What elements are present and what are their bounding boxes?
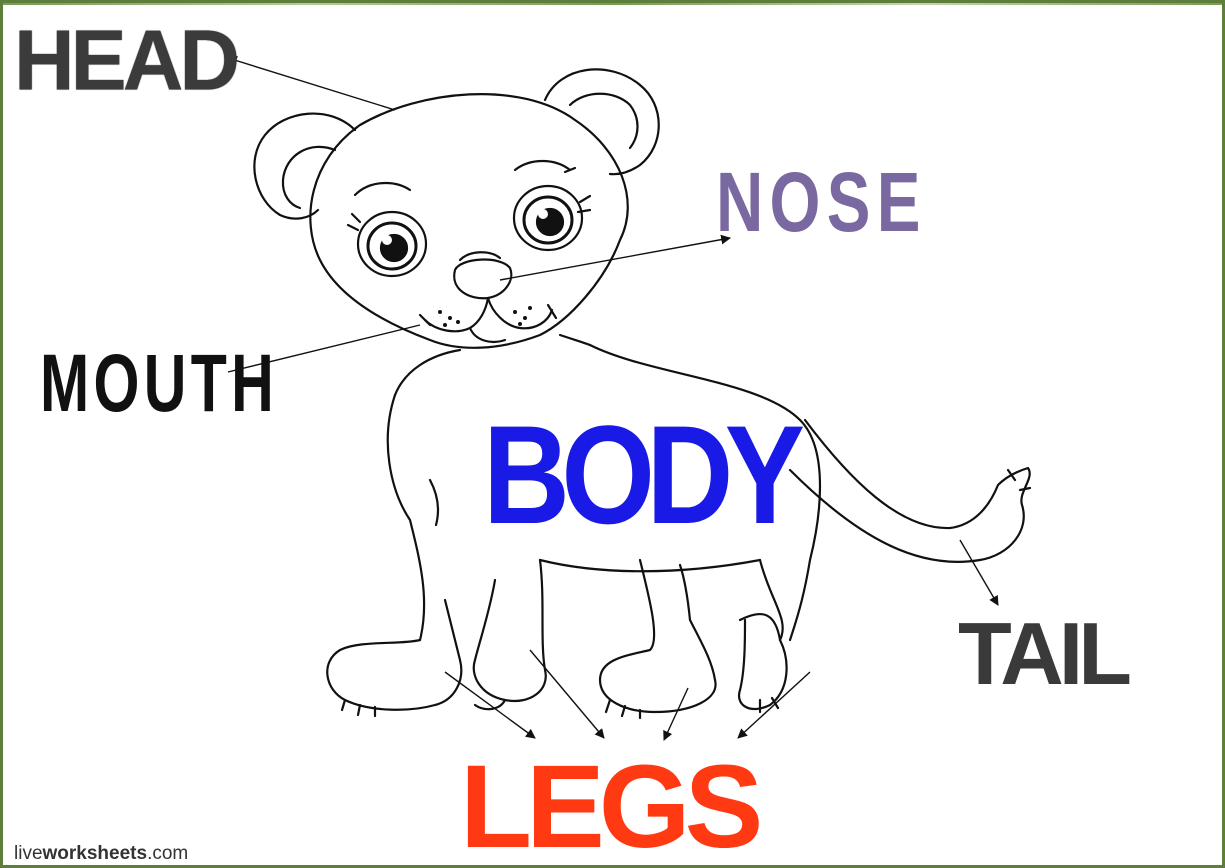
watermark-prefix: live xyxy=(14,843,43,864)
ear-left xyxy=(254,114,355,219)
legs-pointer-1 xyxy=(445,672,535,738)
label-head: HEAD xyxy=(14,17,236,103)
site-watermark: liveworksheets.com xyxy=(14,843,188,865)
head-pointer xyxy=(228,58,395,110)
label-body: BODY xyxy=(483,405,796,545)
front-leg-right xyxy=(600,560,716,712)
label-tail: TAIL xyxy=(958,610,1127,698)
back-leg-left xyxy=(474,560,546,701)
ear-right xyxy=(545,69,659,174)
legs-pointer-4 xyxy=(738,672,810,738)
legs-pointer-3 xyxy=(664,688,688,740)
watermark-suffix: .com xyxy=(147,843,188,864)
mouth-shape xyxy=(425,298,488,331)
watermark-brand: worksheets xyxy=(43,843,148,864)
front-leg-left xyxy=(327,600,461,710)
label-legs: LEGS xyxy=(460,748,757,866)
legs-pointer-2 xyxy=(530,650,604,738)
nose-pointer xyxy=(500,238,730,280)
tail-outline xyxy=(790,420,1030,562)
label-mouth: MOUTH xyxy=(40,343,278,425)
tail-pointer xyxy=(960,540,998,605)
label-nose: NOSE xyxy=(716,160,927,244)
